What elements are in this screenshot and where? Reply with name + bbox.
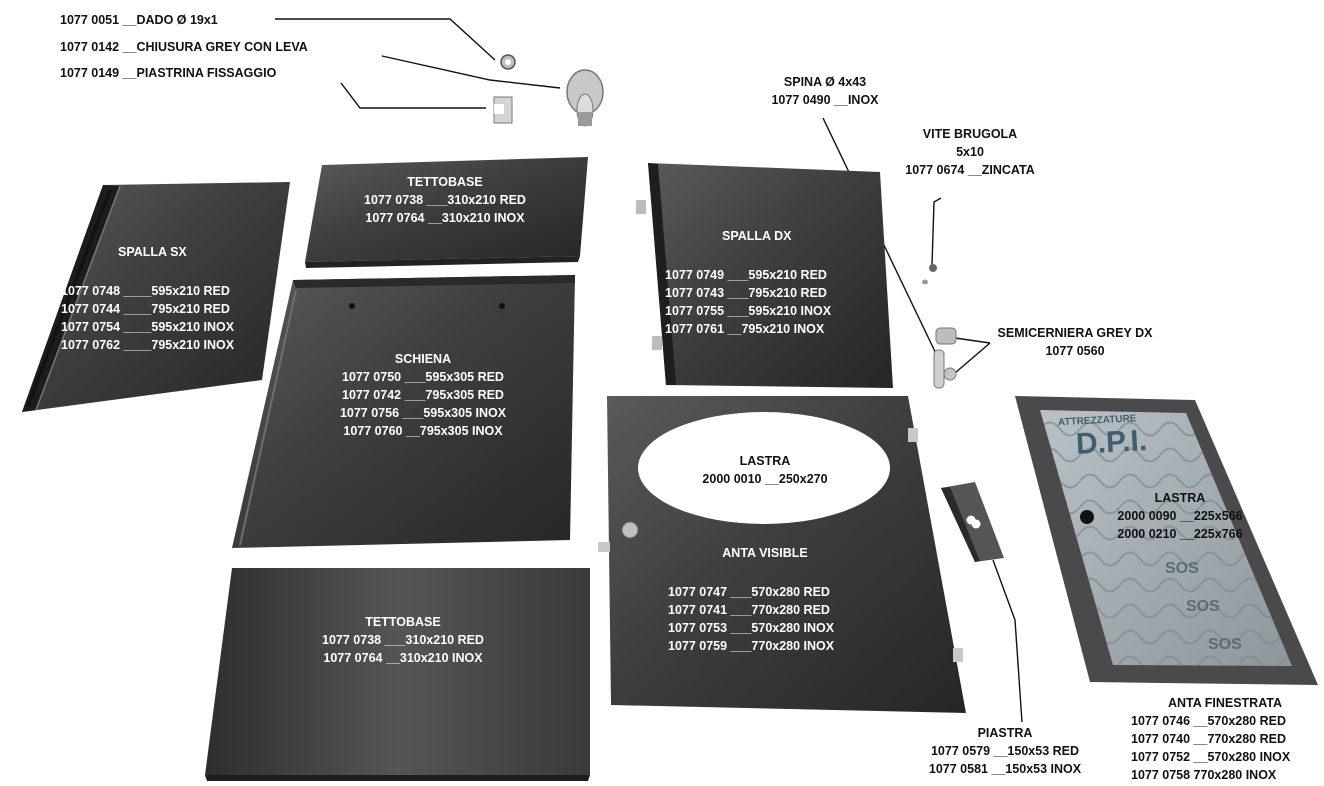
vite-label: VITE BRUGOLA 5x10 1077 0674 __ZINCATA — [880, 125, 1060, 179]
lastra-visible-title: LASTRA — [739, 454, 791, 468]
spina-line: 1077 0490 __INOX — [771, 93, 879, 107]
anta-finestrata-line-4: 1077 0758 770x280 INOX — [1131, 768, 1277, 782]
top-part-dado-desc: __DADO Ø 19x1 — [122, 13, 218, 27]
lastra-finestrata-line-2: 2000 0210 __225x766 — [1117, 527, 1243, 541]
anta-finestrata-lines: 1077 0746 __570x280 RED 1077 0740 __770x… — [1131, 712, 1290, 784]
piastra-line-2: 1077 0581 __150x53 INOX — [928, 762, 1082, 776]
spalla-dx-line-1: 1077 0749 ___595x210 RED — [665, 268, 827, 282]
spalla-dx-lines: 1077 0749 ___595x210 RED 1077 0743 ___79… — [665, 266, 831, 338]
leader-piastrina — [340, 82, 486, 109]
glass-print: ATTREZZATURE D.P.I. — [1058, 413, 1148, 461]
spalla-sx-line-4: 1077 0762 ____795x210 INOX — [61, 338, 235, 352]
tettobase-top-panel — [305, 157, 588, 268]
lastra-visible-line: 2000 0010 __250x270 — [702, 472, 828, 486]
schiena-panel — [232, 275, 575, 548]
spina-label: SPINA Ø 4x43 1077 0490 __INOX — [760, 73, 890, 109]
spalla-sx-line-3: 1077 0754 ____595x210 INOX — [61, 320, 235, 334]
anta-visible-line-3: 1077 0753 ___570x280 INOX — [668, 621, 835, 635]
anta-visible-panel — [598, 396, 966, 713]
piastra-title: PIASTRA — [977, 726, 1033, 740]
leader-dado — [275, 18, 496, 61]
anta-visible-lines: 1077 0747 ___570x280 RED 1077 0741 ___77… — [668, 583, 834, 655]
schiena-title: SCHIENA — [394, 352, 452, 366]
leader-lines — [275, 18, 1023, 723]
tettobase-top-label: TETTOBASE 1077 0738 ___310x210 RED 1077 … — [340, 173, 550, 227]
tettobase-bottom-line-1: 1077 0738 ___310x210 RED — [322, 633, 484, 647]
top-part-piastrina-label: 1077 0149 __PIASTRINA FISSAGGIO — [60, 64, 276, 82]
lastra-finestrata-title: LASTRA — [1154, 491, 1206, 505]
top-part-dado-label: 1077 0051 __DADO Ø 19x1 — [60, 11, 218, 29]
leader-vite — [931, 197, 942, 266]
spina-title: SPINA Ø 4x43 — [783, 75, 867, 89]
lastra-finestrata-line-1: 2000 0090 __225x566 — [1117, 509, 1243, 523]
lastra-visible-label: LASTRA 2000 0010 __250x270 — [680, 452, 850, 488]
tettobase-top-line-1: 1077 0738 ___310x210 RED — [364, 193, 526, 207]
leader-semicerniera-b — [954, 342, 991, 374]
leader-semicerniera-a — [954, 337, 991, 344]
anta-finestrata-panel — [1015, 396, 1318, 685]
vite-part — [922, 264, 937, 285]
schiena-line-1: 1077 0750 ___595x305 RED — [342, 370, 504, 384]
spalla-sx-panel — [22, 182, 290, 412]
glass-print-line2: D.P.I. — [1075, 424, 1148, 461]
chiusura-part — [566, 69, 604, 127]
piastra-label: PIASTRA 1077 0579 __150x53 RED 1077 0581… — [905, 724, 1105, 778]
tettobase-top-line-2: 1077 0764 __310x210 INOX — [365, 211, 525, 225]
dado-part — [500, 54, 516, 70]
glass-sos-3: SOS — [1208, 636, 1242, 653]
spalla-dx-panel — [636, 163, 893, 388]
spalla-dx-line-4: 1077 0761 __795x210 INOX — [665, 322, 825, 336]
semicerniera-label: SEMICERNIERA GREY DX 1077 0560 — [990, 324, 1160, 360]
tettobase-bottom-label: TETTOBASE 1077 0738 ___310x210 RED 1077 … — [298, 613, 508, 667]
anta-finestrata-line-2: 1077 0740 __770x280 RED — [1131, 732, 1286, 746]
schiena-line-4: 1077 0760 __795x305 INOX — [343, 424, 503, 438]
piastra-line-1: 1077 0579 __150x53 RED — [930, 744, 1080, 758]
spalla-sx-title: SPALLA SX — [118, 245, 187, 259]
spalla-sx-line-1: 1077 0748 ____595x210 RED — [61, 284, 230, 298]
spalla-dx-title: SPALLA DX — [722, 229, 792, 243]
semicerniera-title: SEMICERNIERA GREY DX — [997, 326, 1153, 340]
top-part-chiusura-desc: __CHIUSURA GREY CON LEVA — [122, 40, 308, 54]
tettobase-top-title: TETTOBASE — [407, 175, 483, 189]
spalla-dx-line-3: 1077 0755 ___595x210 INOX — [665, 304, 832, 318]
anta-visible-line-2: 1077 0741 ___770x280 RED — [668, 603, 830, 617]
anta-finestrata-line-1: 1077 0746 __570x280 RED — [1131, 714, 1286, 728]
spalla-sx-lines: 1077 0748 ____595x210 RED 1077 0744 ____… — [61, 282, 234, 354]
top-part-chiusura-label: 1077 0142 __CHIUSURA GREY CON LEVA — [60, 38, 308, 56]
anta-visible-title: ANTA VISIBLE — [722, 546, 808, 560]
semicerniera-code: 1077 0560 — [1045, 344, 1105, 358]
lastra-finestrata-label: LASTRA 2000 0090 __225x566 2000 0210 __2… — [1080, 489, 1280, 543]
piastrina-part — [493, 96, 513, 124]
leader-piastra — [992, 559, 1023, 723]
schiena-label: SCHIENA 1077 0750 ___595x305 RED 1077 07… — [318, 350, 528, 440]
top-part-piastrina-code: 1077 0149 — [60, 66, 120, 80]
schiena-line-2: 1077 0742 ___795x305 RED — [342, 388, 504, 402]
top-part-chiusura-code: 1077 0142 — [60, 40, 120, 54]
top-part-piastrina-desc: __PIASTRINA FISSAGGIO — [122, 66, 277, 80]
leader-chiusura — [381, 55, 561, 89]
tettobase-bottom-line-2: 1077 0764 __310x210 INOX — [323, 651, 483, 665]
vite-title: VITE BRUGOLA — [922, 127, 1018, 141]
spalla-sx-line-2: 1077 0744 ____795x210 RED — [61, 302, 230, 316]
anta-visible-line-1: 1077 0747 ___570x280 RED — [668, 585, 830, 599]
schiena-line-3: 1077 0756 ___595x305 INOX — [339, 406, 507, 420]
vite-size: 5x10 — [956, 145, 984, 159]
vite-line: 1077 0674 __ZINCATA — [905, 163, 1035, 177]
tettobase-bottom-panel — [205, 568, 590, 781]
glass-sos-1: SOS — [1165, 560, 1199, 577]
anta-visible-line-4: 1077 0759 ___770x280 INOX — [668, 639, 835, 653]
anta-finestrata-title: ANTA FINESTRATA — [1167, 696, 1283, 710]
lastra-visible-window — [638, 412, 890, 524]
spalla-dx-line-2: 1077 0743 ___795x210 RED — [665, 286, 827, 300]
piastra-part — [941, 482, 1004, 562]
semicerniera-part — [933, 327, 957, 389]
anta-finestrata-line-3: 1077 0752 __570x280 INOX — [1131, 750, 1291, 764]
tettobase-bottom-title: TETTOBASE — [365, 615, 441, 629]
top-part-dado-code: 1077 0051 — [60, 13, 120, 27]
glass-sos-2: SOS — [1186, 598, 1220, 615]
